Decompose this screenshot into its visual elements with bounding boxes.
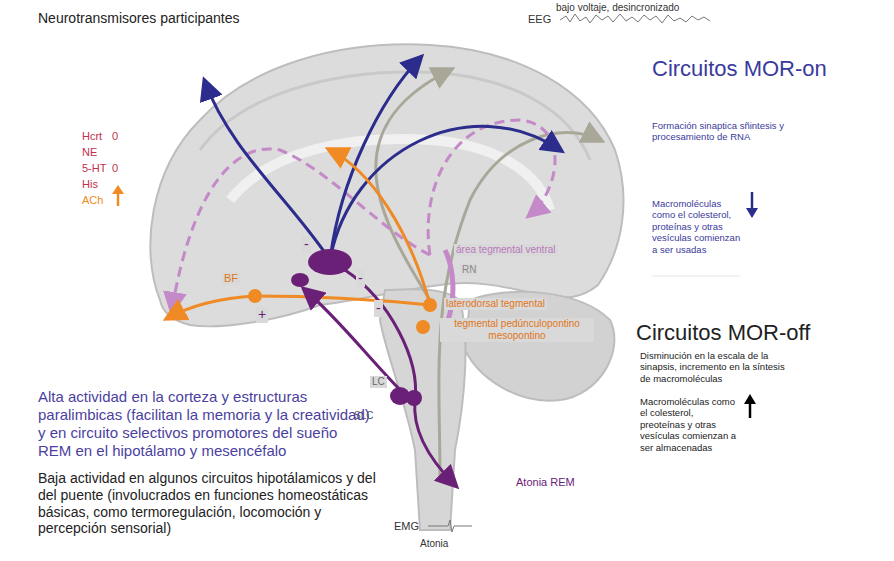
annotation-label: Atonia REM: [516, 476, 575, 489]
nucleus-label: laterodorsal tegmental: [444, 298, 547, 310]
signal-name: EMG: [394, 520, 419, 533]
level-value: 0: [112, 130, 118, 143]
note-text: Formación sinaptica sñintesis y procesam…: [652, 120, 787, 143]
description-text: Baja actividad en algunos circuitos hipo…: [38, 470, 378, 537]
sign-symbol: -: [302, 236, 311, 253]
note-text: Disminución en la escala de la sinapsis,…: [640, 350, 790, 384]
nucleus-label: BF: [222, 272, 240, 285]
sign-symbol: +: [256, 306, 268, 323]
note-text: Macromoléculas como el colesterol, prote…: [652, 198, 744, 255]
heading-label: Neurotransmisores participantes: [38, 10, 240, 27]
level-value: 0: [112, 162, 118, 175]
sign-symbol: -: [374, 300, 383, 317]
neurotransmitter-name: NE: [82, 146, 97, 159]
annotation-label: Atonia: [420, 538, 448, 550]
nucleus-label: RN: [460, 264, 478, 276]
neurotransmitter-name: ACh: [82, 194, 103, 207]
signal-name: EEG: [528, 13, 551, 26]
nucleus-label: área tegmental ventral: [454, 244, 558, 256]
neurotransmitter-name: Hcrt: [82, 130, 102, 143]
nucleus-label: tegmental pedúnculopontino mesopontino: [440, 318, 594, 342]
nucleus-label: LC: [370, 376, 387, 388]
eeg-description: bajo voltaje, desincronizado: [556, 2, 679, 14]
note-text: Macromoléculas como el colesterol, preot…: [640, 396, 740, 453]
description-text: Alta actividad en la corteza y estructur…: [38, 388, 373, 460]
neurotransmitter-name: 5-HT: [82, 162, 106, 175]
neurotransmitter-name: His: [82, 178, 98, 191]
sign-symbol: -: [356, 270, 365, 287]
section-heading: Circuitos MOR-on: [652, 56, 827, 82]
section-heading: Circuitos MOR-off: [636, 320, 810, 346]
